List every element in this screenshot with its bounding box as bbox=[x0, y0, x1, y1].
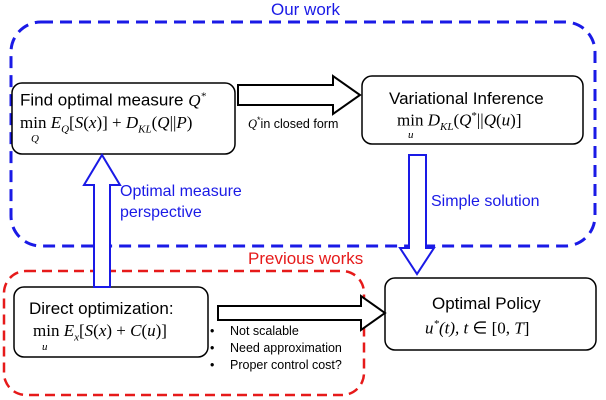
variational-title: Variational Inference bbox=[389, 89, 544, 108]
variational-min-sub: u bbox=[408, 129, 414, 141]
simple-solution-label: Simple solution bbox=[431, 193, 540, 210]
optimal-policy-formula: u*(t), t ∈ [0, T] bbox=[425, 318, 530, 338]
previous-works-title: Previous works bbox=[248, 249, 364, 268]
drawback-item: Not scalable bbox=[210, 323, 342, 340]
direct-opt-title: Direct optimization: bbox=[29, 299, 174, 318]
find-measure-label: Find optimal measure bbox=[20, 90, 189, 110]
q-star-symbol: Q* bbox=[188, 90, 206, 110]
previous-works-region bbox=[2, 269, 366, 397]
optimal-measure-arrow bbox=[82, 153, 122, 288]
our-work-title: Our work bbox=[271, 0, 340, 19]
drawback-item: Need approximation bbox=[210, 340, 342, 357]
direct-opt-min-sub: u bbox=[42, 341, 48, 353]
simple-solution-arrow bbox=[398, 154, 436, 276]
our-work-region bbox=[9, 20, 597, 248]
direct-to-policy-arrow bbox=[217, 294, 387, 332]
find-measure-title: Find optimal measure Q* bbox=[20, 90, 206, 111]
optimal-measure-label-2: perspective bbox=[120, 204, 202, 221]
drawbacks-list: Not scalable Need approximation Proper c… bbox=[210, 323, 342, 374]
closed-form-label: Q*in closed form bbox=[248, 115, 339, 132]
variational-box bbox=[361, 75, 584, 145]
find-measure-formula: min EQ[S(x)] + DKL(Q||P) bbox=[20, 113, 193, 136]
variational-formula: min DKL(Q*||Q(u)] bbox=[397, 110, 522, 134]
drawback-item: Proper control cost? bbox=[210, 357, 342, 374]
optimal-policy-title: Optimal Policy bbox=[432, 294, 541, 313]
direct-opt-formula: min Ex[S(x) + C(u)] bbox=[33, 321, 167, 344]
closed-form-arrow bbox=[237, 74, 362, 116]
optimal-policy-box bbox=[384, 277, 597, 351]
find-measure-box bbox=[11, 82, 236, 155]
find-measure-min-sub: Q bbox=[31, 133, 39, 145]
optimal-measure-label-1: Optimal measure bbox=[120, 183, 242, 200]
